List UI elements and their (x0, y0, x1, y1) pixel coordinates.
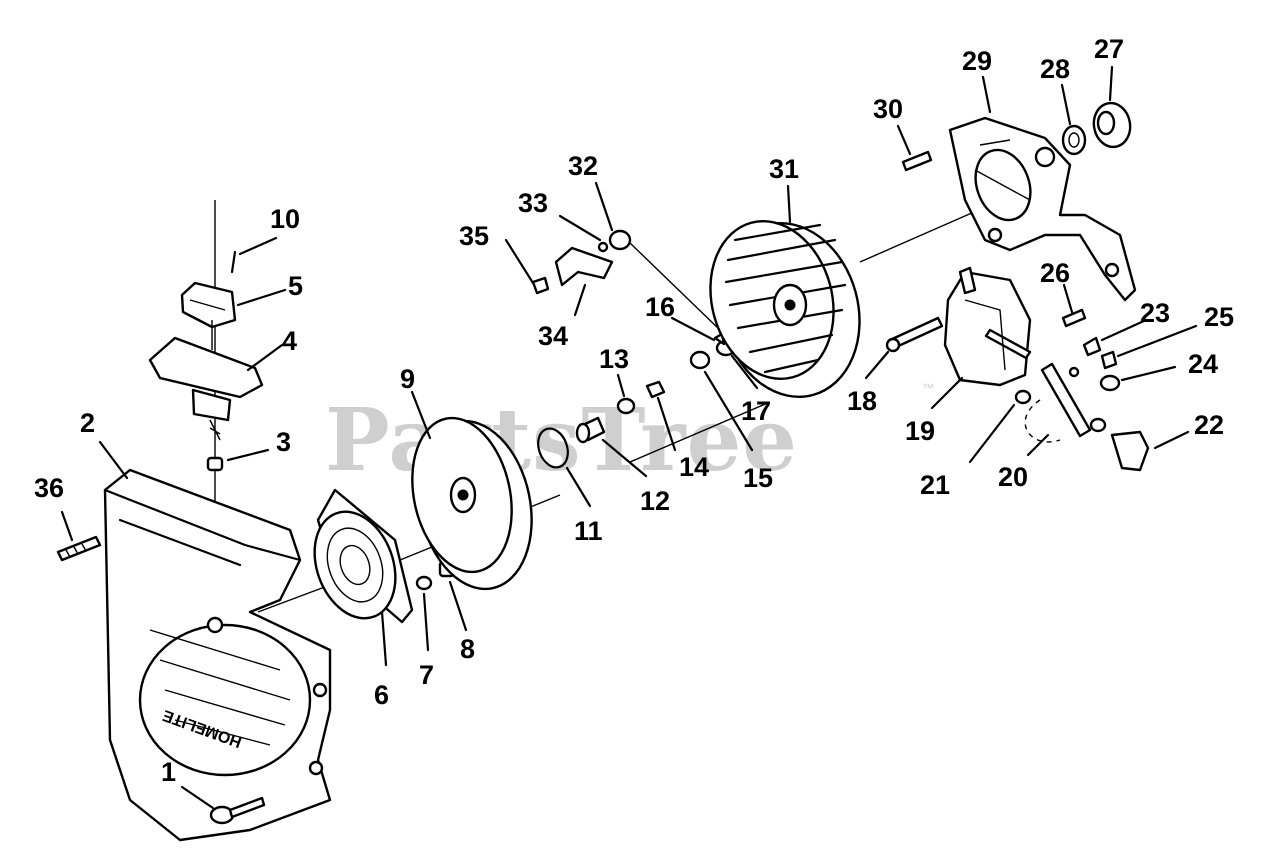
callout-15: 15 (743, 463, 773, 493)
callout-2: 2 (80, 408, 95, 438)
callout-14: 14 (679, 452, 709, 482)
part-20-wire (1024, 362, 1092, 443)
part-14-nut (645, 380, 666, 399)
callout-19: 19 (905, 416, 935, 446)
part-6-rewind-spring (313, 488, 414, 624)
callout-36: 36 (34, 473, 64, 503)
callout-33: 33 (518, 188, 548, 218)
watermark-text: PartsTree (325, 390, 798, 491)
callout-10: 10 (270, 204, 300, 234)
part-25-clip (1100, 350, 1118, 370)
callout-29: 29 (962, 46, 992, 76)
callout-6: 6 (374, 680, 389, 710)
part-15-washer (689, 350, 711, 370)
bracket-guide-line (629, 242, 721, 331)
part-33-washer (597, 241, 609, 253)
part-35-screw (531, 276, 550, 295)
callout-9: 9 (400, 364, 415, 394)
part-30-bolt (901, 150, 933, 172)
callout-20: 20 (998, 462, 1028, 492)
part-27-bearing (1092, 101, 1132, 149)
part-13-washer (616, 397, 636, 415)
callout-35: 35 (459, 221, 489, 251)
part-1-screw (209, 796, 266, 825)
callout-32: 32 (568, 151, 598, 181)
part-12-bushing (575, 416, 606, 444)
callout-18: 18 (847, 386, 877, 416)
callout-27: 27 (1094, 34, 1124, 64)
part-11-retaining-ring (537, 427, 569, 469)
callout-8: 8 (460, 634, 475, 664)
starter-handle (148, 250, 264, 472)
callout-26: 26 (1040, 258, 1070, 288)
part-18-screw-head (885, 337, 901, 353)
callout-4: 4 (282, 326, 297, 356)
callout-7: 7 (419, 660, 434, 690)
callout-1: 1 (161, 757, 176, 787)
callout-11: 11 (574, 516, 603, 546)
part-28-seal (1061, 124, 1087, 156)
part-26-screw (1061, 308, 1087, 328)
part-29-crankcase (948, 116, 1137, 302)
callout-labels: 1 2 3 4 5 6 7 8 9 10 11 12 13 14 15 16 1… (34, 34, 1234, 787)
callout-31: 31 (769, 154, 799, 184)
callout-30: 30 (873, 94, 903, 124)
callout-16: 16 (645, 292, 675, 322)
callout-21: 21 (920, 470, 950, 500)
part-7-washer (415, 575, 433, 591)
watermark-trademark: ™ (922, 381, 934, 395)
part-21-clip (1014, 389, 1032, 405)
callout-17: 17 (741, 396, 771, 426)
callout-13: 13 (599, 344, 629, 374)
callout-24: 24 (1188, 349, 1218, 379)
callout-leaders (60, 65, 1198, 810)
starter-housing: HOMELITE (103, 468, 332, 842)
part-24-nut (1099, 374, 1121, 392)
callout-25: 25 (1204, 302, 1234, 332)
part-22-spark-plug-boot (1089, 417, 1150, 472)
part-31-flywheel (709, 219, 861, 399)
callout-22: 22 (1194, 410, 1224, 440)
part-34-bracket (554, 246, 614, 287)
part-23-terminal (1082, 336, 1102, 357)
callout-28: 28 (1040, 54, 1070, 84)
callout-23: 23 (1140, 298, 1170, 328)
part-19-ignition-module (943, 266, 1032, 387)
callout-5: 5 (288, 271, 303, 301)
part-36-screw (56, 535, 102, 562)
callout-12: 12 (640, 486, 670, 516)
callout-34: 34 (538, 321, 568, 351)
callout-3: 3 (276, 427, 291, 457)
part-32-washer (608, 229, 632, 251)
part-9-pulley (411, 416, 533, 591)
